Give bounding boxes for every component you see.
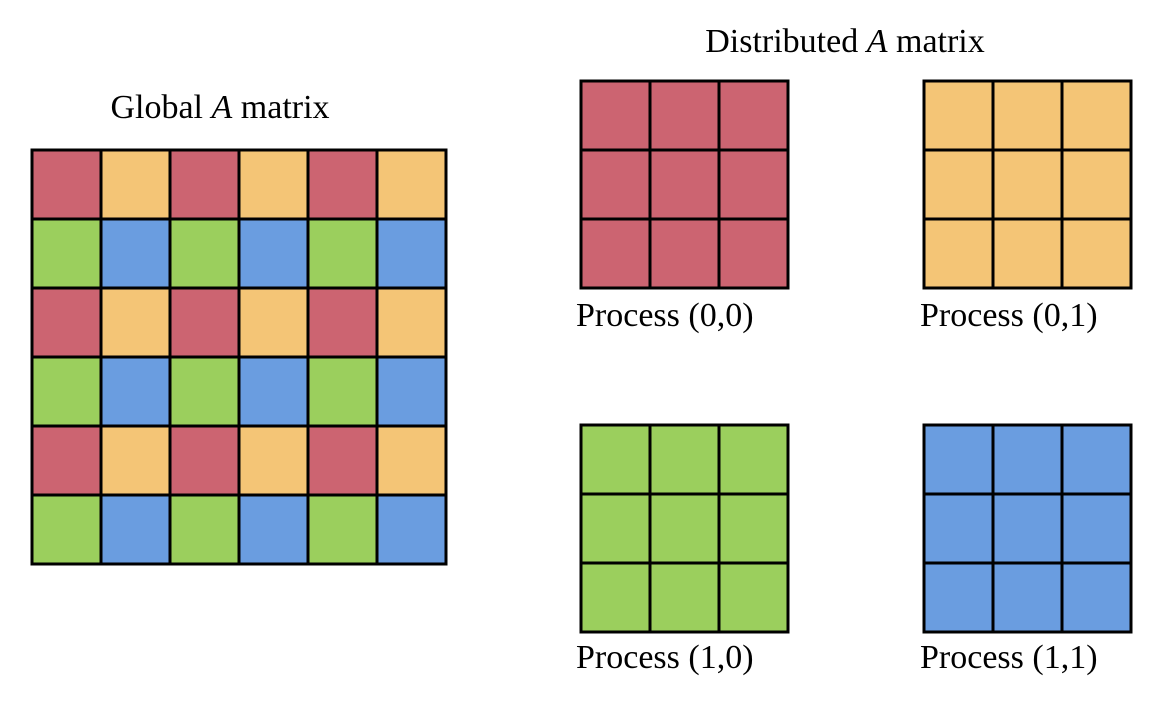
global-matrix-grid [30,148,448,566]
global-title-prefix: Global [110,89,203,126]
global-cell-5-4 [306,493,379,566]
process-label-1-0: Process (1,0) [576,639,754,676]
global-cell-0-2 [168,148,241,221]
global-cell-0-5 [375,148,448,221]
global-cell-1-2 [168,217,241,290]
global-title-suffix: matrix [241,89,330,126]
global-cell-5-3 [237,493,310,566]
process-p11-cell-1-1 [991,492,1064,565]
process-p01-cell-2-0 [922,217,995,290]
process-p11-cell-1-2 [1060,492,1133,565]
process-p10-cell-1-1 [648,492,721,565]
global-cell-5-5 [375,493,448,566]
process-p01-cell-1-0 [922,148,995,221]
process-p01-cell-2-1 [991,217,1064,290]
process-p01-cell-0-1 [991,79,1064,152]
global-cell-4-3 [237,424,310,497]
process-label-1-1: Process (1,1) [920,639,1098,676]
global-cell-4-1 [99,424,172,497]
global-cell-0-3 [237,148,310,221]
global-cell-1-0 [30,217,103,290]
global-cell-5-1 [99,493,172,566]
global-title-var: A [210,89,233,126]
global-cell-3-0 [30,355,103,428]
global-matrix-title: Global A matrix [110,89,329,126]
process-p10-cell-1-0 [579,492,652,565]
process-p01-cell-1-2 [1060,148,1133,221]
global-cell-1-3 [237,217,310,290]
global-cell-1-1 [99,217,172,290]
global-cell-4-4 [306,424,379,497]
process-p00-cell-1-0 [579,148,652,221]
global-cell-4-5 [375,424,448,497]
process-p10-cell-2-1 [648,561,721,634]
global-cell-4-0 [30,424,103,497]
global-cell-2-3 [237,286,310,359]
process-label-0-0: Process (0,0) [576,297,754,334]
global-cell-3-4 [306,355,379,428]
global-cell-0-0 [30,148,103,221]
global-cell-2-5 [375,286,448,359]
global-cell-2-2 [168,286,241,359]
global-cell-0-4 [306,148,379,221]
process-p10-cell-0-2 [717,423,790,496]
global-cell-2-1 [99,286,172,359]
global-cell-0-1 [99,148,172,221]
process-p10-cell-1-2 [717,492,790,565]
global-cell-1-5 [375,217,448,290]
process-p11-cell-0-2 [1060,423,1133,496]
process-p00-cell-0-2 [717,79,790,152]
process-p00-cell-1-2 [717,148,790,221]
process-p10-cell-2-2 [717,561,790,634]
global-cell-5-0 [30,493,103,566]
global-cell-1-4 [306,217,379,290]
process-p10-cell-0-1 [648,423,721,496]
global-cell-3-2 [168,355,241,428]
process-p01-cell-0-0 [922,79,995,152]
process-p11-cell-2-2 [1060,561,1133,634]
process-p10-cell-0-0 [579,423,652,496]
process-p00-cell-2-1 [648,217,721,290]
process-p01-cell-2-2 [1060,217,1133,290]
process-block-0-0 [579,79,790,290]
process-p11-cell-0-1 [991,423,1064,496]
process-p01-cell-1-1 [991,148,1064,221]
process-p11-cell-2-1 [991,561,1064,634]
global-cell-3-5 [375,355,448,428]
process-p11-cell-2-0 [922,561,995,634]
process-p11-cell-1-0 [922,492,995,565]
distributed-title-prefix: Distributed [705,23,858,60]
process-p00-cell-2-2 [717,217,790,290]
distributed-title-var: A [865,23,888,60]
process-label-0-1: Process (0,1) [920,297,1098,334]
process-block-1-0 [579,423,790,634]
global-cell-4-2 [168,424,241,497]
process-p00-cell-0-0 [579,79,652,152]
global-cell-2-4 [306,286,379,359]
process-p00-cell-2-0 [579,217,652,290]
process-block-0-1 [922,79,1133,290]
distributed-title-suffix: matrix [896,23,985,60]
process-p00-cell-0-1 [648,79,721,152]
global-cell-2-0 [30,286,103,359]
process-p10-cell-2-0 [579,561,652,634]
global-cell-3-3 [237,355,310,428]
process-block-1-1 [922,423,1133,634]
global-cell-5-2 [168,493,241,566]
process-p01-cell-0-2 [1060,79,1133,152]
distributed-matrix-title: Distributed A matrix [705,23,985,60]
process-p00-cell-1-1 [648,148,721,221]
process-p11-cell-0-0 [922,423,995,496]
global-cell-3-1 [99,355,172,428]
